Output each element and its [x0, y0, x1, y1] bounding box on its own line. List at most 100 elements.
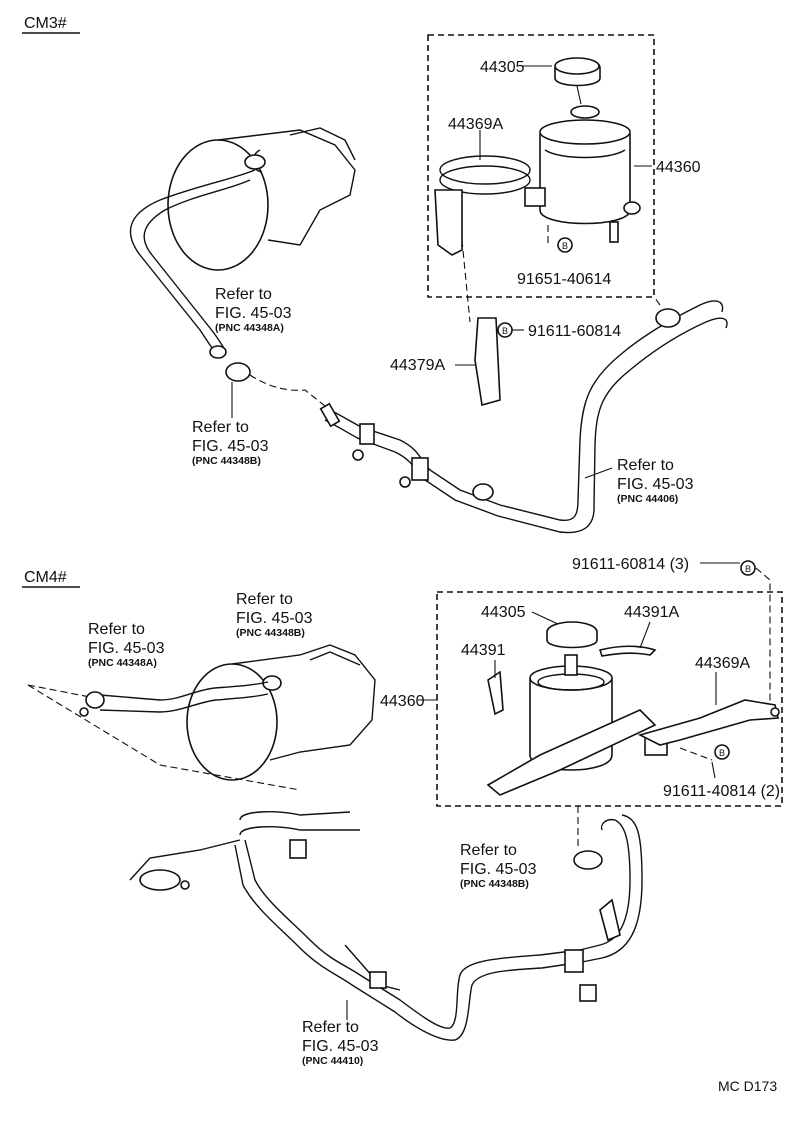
cm3-lower-bracket: [474, 317, 501, 407]
cm4-leader-bolt-bottom: [711, 761, 716, 779]
cm4-cap: [546, 621, 598, 649]
cm4-part-44391a: 44391A: [624, 604, 679, 621]
cm3-ref1-line3: (PNC 44348A): [215, 322, 284, 334]
cm4-bolt-b-text-1: B: [745, 564, 751, 574]
cm3-reservoir: [539, 105, 641, 243]
cm4-reservoir-base-bracket: [486, 709, 657, 796]
cm3-strap-bottom: [439, 165, 531, 195]
cm4-pipe-top-1: [239, 811, 351, 821]
cm4-section: CM4# 91611-60814 (3) B: [22, 556, 783, 1067]
cm4-ref3-line3: (PNC 44348B): [460, 878, 529, 890]
cm4-bolt-b-text-2: B: [719, 748, 725, 758]
cm3-ref1-line2: FIG. 45-03: [215, 305, 292, 322]
cm4-ref3-line1: Refer to: [460, 842, 517, 859]
cm4-ref2-line1: Refer to: [236, 591, 293, 608]
cm3-leader-ref3: [584, 467, 613, 479]
cm4-ref-note-1: Refer to FIG. 45-03 (PNC 44348A): [88, 621, 165, 669]
cm4-ref4-line1: Refer to: [302, 1019, 359, 1036]
cm4-pipe-clamp-2: [564, 949, 584, 973]
cm3-bolt-b-circle-1: [557, 237, 573, 253]
cm3-pipe-clamp-1: [359, 423, 375, 445]
cm3-return-pipe-outer: [329, 300, 724, 522]
cm3-pipe-clip-2: [399, 476, 411, 488]
cm4-reservoir-group-box: [436, 591, 783, 807]
cm4-pipe-left-bracket: [139, 869, 181, 891]
cm4-section-label: CM4#: [24, 569, 67, 586]
cm3-part-44379a: 44379A: [390, 357, 445, 374]
cm4-main-pipe-outer: [244, 839, 581, 1029]
cm3-ref1-line1: Refer to: [215, 286, 272, 303]
cm4-bolt-b-circle-1: [740, 560, 756, 576]
diagram-code: MC D173: [718, 1078, 777, 1094]
cm4-part-44391: 44391: [461, 642, 506, 659]
cm4-part-91611-60814: 91611-60814 (3): [572, 556, 689, 573]
cm3-suction-hose-outer: [129, 169, 256, 356]
cm4-pump: [186, 644, 376, 781]
cm4-ref4-line2: FIG. 45-03: [302, 1038, 379, 1055]
cm4-hose-clip: [79, 707, 89, 717]
cm3-reservoir-top: [539, 119, 631, 145]
cm3-part-91651-40614: 91651-40614: [517, 271, 611, 288]
cm4-leader-cap: [531, 611, 559, 625]
cm4-leader-cover: [639, 621, 651, 649]
cm3-section: CM3#: [22, 15, 728, 534]
cm4-ref2-line2: FIG. 45-03: [236, 610, 313, 627]
cm3-pipe-clamp-3: [472, 483, 494, 501]
cm3-dashed-link-2: [654, 297, 661, 306]
cm3-ref-note-2: Refer to FIG. 45-03 (PNC 44348B): [192, 419, 269, 467]
cm3-part-44360: 44360: [656, 159, 701, 176]
cm4-part-44305: 44305: [481, 604, 526, 621]
cm3-pipe-clip-1: [352, 449, 364, 461]
cm3-hose-clamp: [225, 362, 251, 382]
cm3-strap-clamp: [524, 187, 546, 207]
cm4-ref1-line3: (PNC 44348A): [88, 657, 157, 669]
cm4-part-44360: 44360: [380, 693, 425, 710]
cm4-pipe-top-2: [239, 826, 360, 836]
cm4-pipe-lower-clamp: [369, 971, 387, 989]
cm4-main-pipe-inner: [234, 844, 583, 1041]
cm3-cap: [554, 57, 601, 105]
cm4-reservoir-hose-clamp: [573, 850, 603, 870]
cm3-cap-stem: [576, 85, 582, 105]
cm3-strap-top: [439, 155, 531, 185]
cm4-pipe-fitting: [599, 898, 621, 942]
cm3-cap-top: [554, 57, 600, 75]
cm4-pipe-left: [129, 839, 241, 881]
cm3-strap-bracket: [434, 155, 546, 256]
cm3-bolt-b-text-2: B: [502, 326, 508, 336]
cm3-ref2-line2: FIG. 45-03: [192, 438, 269, 455]
cm3-pipe-fitting: [319, 402, 341, 428]
cm4-bracket-hole: [770, 707, 780, 717]
cm4-pump-body: [231, 644, 376, 761]
cm3-part-91611-60814: 91611-60814: [528, 323, 621, 340]
cm3-dashed-link-1: [249, 374, 331, 411]
cm4-pump-detail: [309, 651, 361, 666]
cm3-part-44369a: 44369A: [448, 116, 503, 133]
cm4-ref-note-3: Refer to FIG. 45-03 (PNC 44348B): [460, 842, 537, 890]
cm4-hose-clamp: [85, 691, 105, 709]
cm3-strap-leg: [434, 189, 463, 256]
cm4-pipe-clamp-3: [579, 984, 597, 1002]
cm4-pipe-clamp-1: [289, 839, 307, 859]
cm4-ref4-line3: (PNC 44410): [302, 1055, 363, 1067]
cm3-ref-note-1: Refer to FIG. 45-03 (PNC 44348A): [215, 286, 292, 334]
cm4-pipe-right-inner: [581, 814, 643, 963]
cm4-bolt-dashed: [755, 567, 771, 705]
cm3-pump-body: [217, 129, 356, 246]
cm4-cap-body: [546, 632, 598, 649]
cm3-ref2-line1: Refer to: [192, 419, 249, 436]
cm3-ref3-line2: FIG. 45-03: [617, 476, 694, 493]
cm3-suction-hose-inner: [143, 179, 251, 351]
cm4-ref-note-4: Refer to FIG. 45-03 (PNC 44410): [302, 1019, 379, 1067]
cm4-part-91611-40814: 91611-40814 (2): [663, 783, 780, 800]
cm3-ref3-line1: Refer to: [617, 457, 674, 474]
cm4-cover: [598, 645, 657, 657]
cm3-reservoir-group-box: [427, 34, 655, 298]
cm3-pipe-clamp-2: [411, 457, 429, 481]
cm3-reservoir-ridge: [544, 149, 626, 159]
cm4-reservoir-neck: [564, 654, 578, 676]
cm3-pump: [167, 127, 356, 271]
cm4-ref-note-2: Refer to FIG. 45-03 (PNC 44348B): [236, 591, 313, 639]
cm4-suction-hose-outer: [99, 681, 269, 701]
